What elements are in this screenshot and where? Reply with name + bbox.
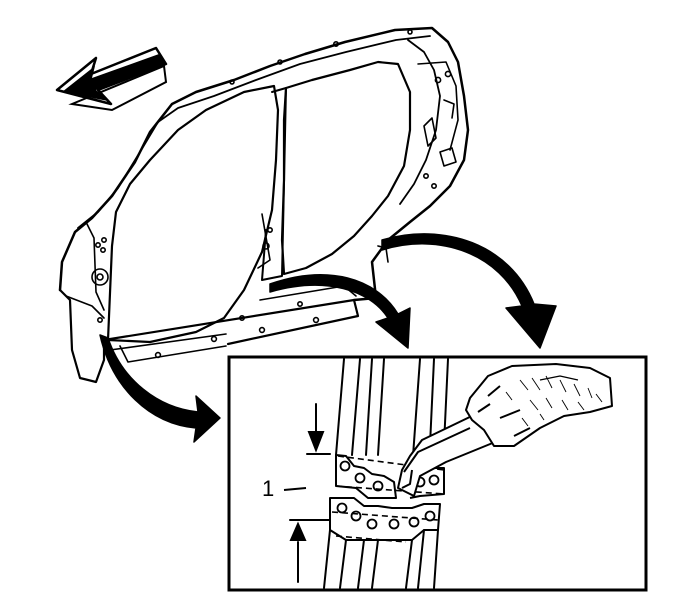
body-side-panel [58, 26, 470, 384]
lower-flange [329, 497, 441, 543]
technician-hand [465, 363, 613, 447]
detail-inset [227, 355, 648, 592]
arrow-left-icon [55, 46, 168, 112]
panel-holes [91, 29, 452, 359]
pillar-channels [323, 358, 449, 589]
curved-arrow-icon [99, 233, 557, 443]
callout-number: 1 [262, 476, 274, 501]
hand-shading [505, 375, 603, 427]
callout-leader [283, 487, 307, 491]
dimension-arrows [289, 403, 331, 583]
